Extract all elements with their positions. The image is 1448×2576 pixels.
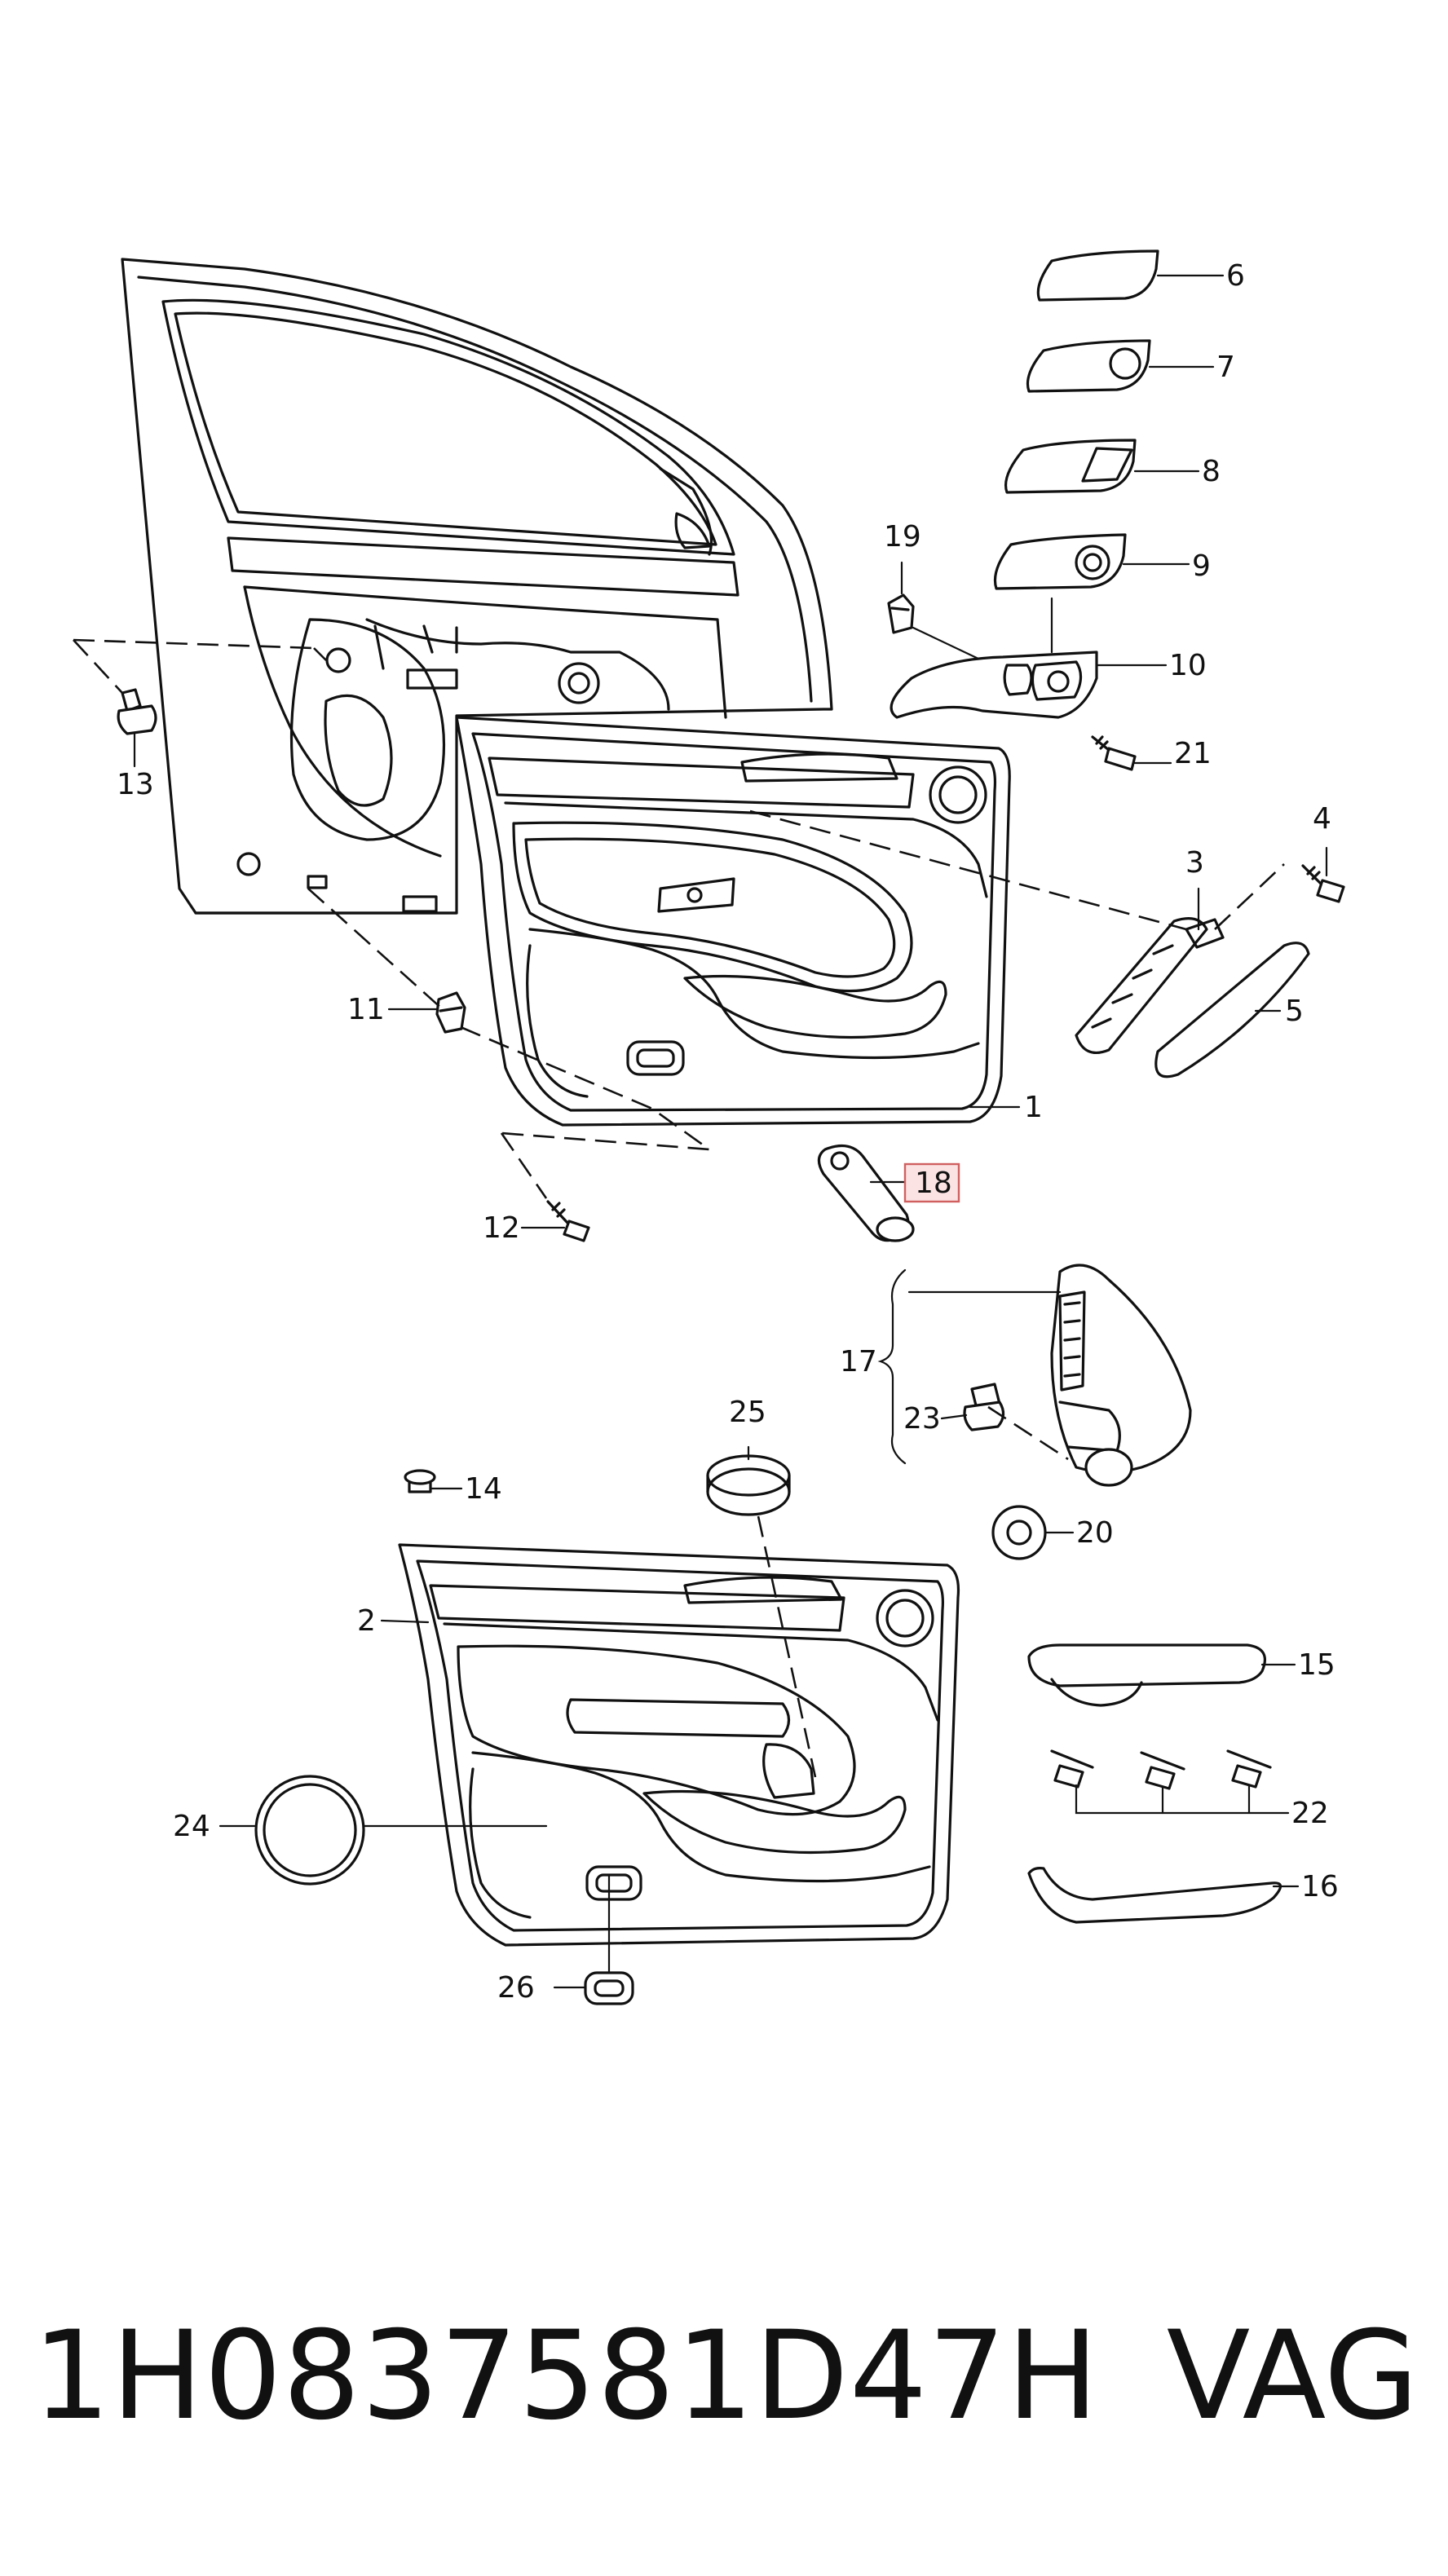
part-20-washer: [991, 1505, 1047, 1560]
part-16-strip: [1027, 1867, 1282, 1924]
callout-20: 20: [1076, 1516, 1114, 1550]
door-trim-panel-2: [398, 1543, 960, 1947]
part-15-armrest: [1027, 1643, 1266, 1707]
part-17-armrest-trim: [1050, 1264, 1192, 1487]
part-12-screw: [546, 1200, 590, 1242]
part-23-clip: [963, 1383, 1005, 1431]
callout-6: 6: [1226, 259, 1245, 293]
callout-12: 12: [483, 1211, 520, 1245]
callout-4: 4: [1313, 802, 1331, 836]
callout-24: 24: [173, 1810, 210, 1843]
part-25-ring: [706, 1454, 791, 1516]
brand-name: VAG: [1166, 2305, 1419, 2447]
callout-17: 17: [840, 1345, 877, 1378]
part-4-screw: [1301, 864, 1345, 903]
callout-25: 25: [729, 1396, 766, 1429]
part-6-cover: [1036, 249, 1159, 302]
part-3-bracket: [1075, 917, 1225, 1054]
parts-diagram: 6 7 8 9 10 19 21 4 3 5 1 11 12 13 18 17 …: [73, 249, 1345, 2005]
part-9-cover: [993, 533, 1127, 590]
callout-11: 11: [347, 993, 385, 1026]
part-number: 1H0837581D47H: [33, 2305, 1100, 2447]
part-18-crank: [817, 1144, 915, 1242]
part-5-strip: [1154, 942, 1310, 1078]
part-14-plug: [404, 1469, 436, 1493]
callout-8: 8: [1202, 455, 1221, 488]
callout-22: 22: [1291, 1797, 1329, 1830]
part-10-handle: [890, 651, 1098, 719]
callout-26: 26: [497, 1971, 535, 2005]
part-21-screw: [1091, 735, 1137, 771]
callout-21: 21: [1174, 737, 1212, 770]
part-7-cover: [1026, 339, 1151, 393]
door-trim-panel-1: [455, 716, 1011, 1127]
part-26-grommet: [584, 1971, 634, 2005]
door-shell: [121, 258, 833, 915]
part-11-clip: [435, 991, 466, 1034]
callout-10: 10: [1169, 649, 1207, 682]
callout-14: 14: [465, 1472, 502, 1506]
callout-2: 2: [357, 1604, 376, 1638]
leader-lines: [133, 274, 1328, 1989]
callout-1: 1: [1024, 1091, 1043, 1124]
part-8-cover: [1004, 439, 1137, 494]
callout-16: 16: [1301, 1870, 1339, 1903]
callout-23: 23: [903, 1402, 941, 1436]
callout-18-highlight: [903, 1162, 960, 1203]
assembly-lines: [73, 638, 1285, 1778]
part-13-clip: [117, 688, 157, 735]
callout-13: 13: [117, 768, 154, 801]
callout-19: 19: [884, 520, 921, 554]
part-24-speaker-ring: [254, 1775, 365, 1886]
callout-18: 18: [915, 1167, 952, 1200]
callout-5: 5: [1285, 995, 1304, 1028]
callout-9: 9: [1192, 549, 1211, 583]
part-22-screws: [1050, 1749, 1272, 1790]
callout-15: 15: [1298, 1648, 1335, 1682]
part-19-clip: [887, 593, 915, 634]
callout-7: 7: [1216, 351, 1235, 384]
callout-3: 3: [1185, 846, 1204, 880]
footer: 1H0837581D47H VAG: [33, 2307, 1419, 2446]
callout-labels: 6 7 8 9 10 19 21 4 3 5 1 11 12 13 18 17 …: [117, 259, 1339, 2005]
